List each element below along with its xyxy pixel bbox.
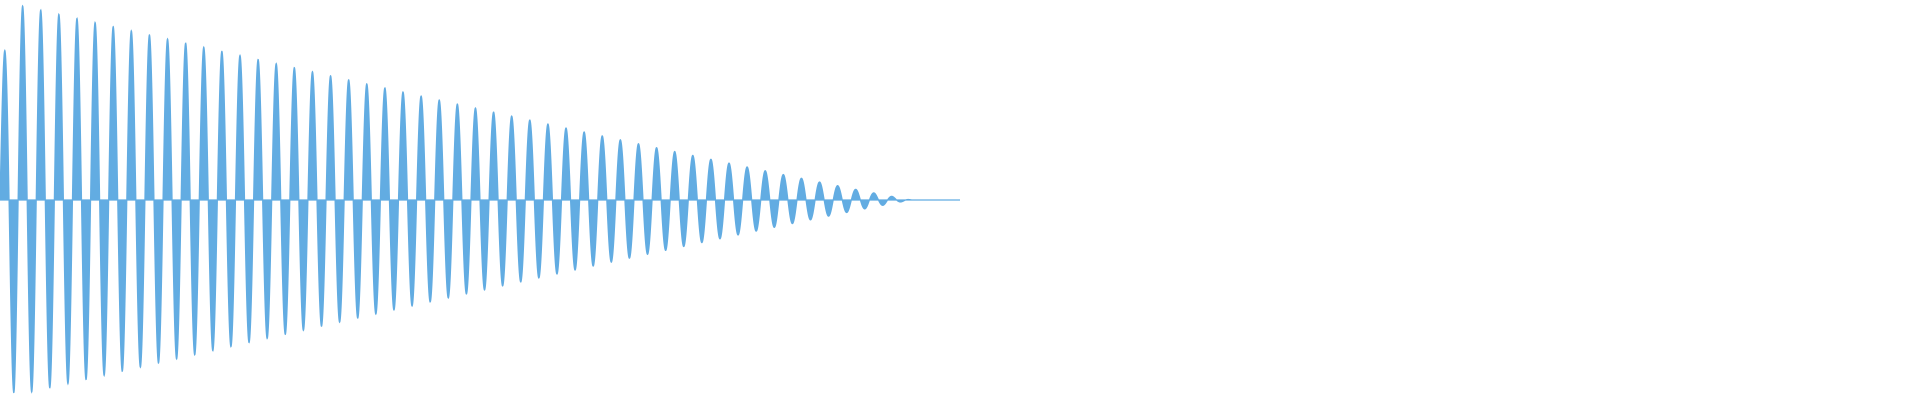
waveform-path: [0, 4, 960, 394]
waveform-shape-group: [0, 4, 960, 394]
